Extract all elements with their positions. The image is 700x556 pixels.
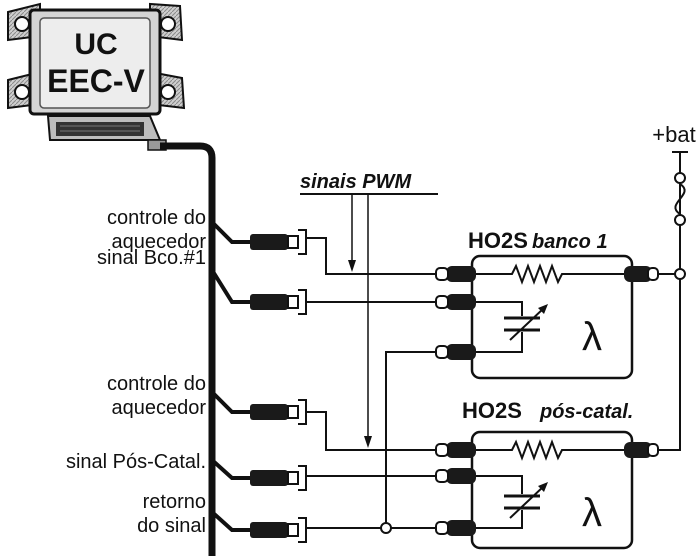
label-heater-ctrl-2a: controle do	[107, 373, 206, 395]
connector-heater-1	[250, 229, 307, 255]
sensor1-lambda: λ	[582, 315, 602, 359]
label-heater-ctrl-1b: aquecedor	[111, 231, 206, 253]
pwm-annotation: sinais PWM	[300, 171, 438, 448]
bat-label: +bat	[652, 122, 695, 147]
battery-supply: +bat	[652, 122, 696, 270]
bat-junction	[674, 268, 686, 280]
label-return-a: retorno	[143, 491, 206, 513]
variable-arrow-icon	[509, 307, 545, 341]
sensor2-lambda: λ	[582, 491, 602, 535]
sensor2-sub: pós-catal.	[539, 401, 633, 423]
wire-branches	[210, 220, 250, 532]
sensor1-sub: banco 1	[532, 231, 608, 253]
fuse-icon	[674, 183, 686, 215]
ecu-title-line2: EEC-V	[47, 63, 145, 99]
sensor1-name: HO2S	[468, 228, 528, 253]
connector-signal-bank1	[250, 289, 307, 315]
label-heater-ctrl-2b: aquecedor	[111, 397, 206, 419]
connector-heater-2	[250, 399, 307, 425]
sensor2-name: HO2S	[462, 398, 522, 423]
sensor-bank1: HO2S banco 1 λ	[435, 228, 659, 380]
label-heater-ctrl-1a: controle do	[107, 207, 206, 229]
heater-resistor-icon	[476, 263, 624, 285]
label-signal-bank1: sinal Bco.#1	[97, 247, 206, 269]
harness-connectors	[250, 229, 307, 543]
signal-labels: controle do aquecedor sinal Bco.#1 contr…	[66, 207, 206, 537]
heater-resistor-icon	[476, 439, 624, 461]
ecu-title-line1: UC	[74, 28, 117, 61]
sensor-post-catalyst: HO2S pós-catal. λ	[435, 398, 659, 550]
ecu-module: UC EEC-V	[7, 2, 186, 151]
label-signal-postcat: sinal Pós-Catal.	[66, 451, 206, 473]
return-junction	[380, 522, 392, 534]
label-return-b: do sinal	[137, 515, 206, 537]
variable-arrow-icon	[509, 485, 545, 519]
wire-harness	[160, 142, 216, 556]
pwm-label: sinais PWM	[300, 171, 412, 193]
connector-signal-return	[250, 517, 307, 543]
connector-signal-postcat	[250, 465, 307, 491]
